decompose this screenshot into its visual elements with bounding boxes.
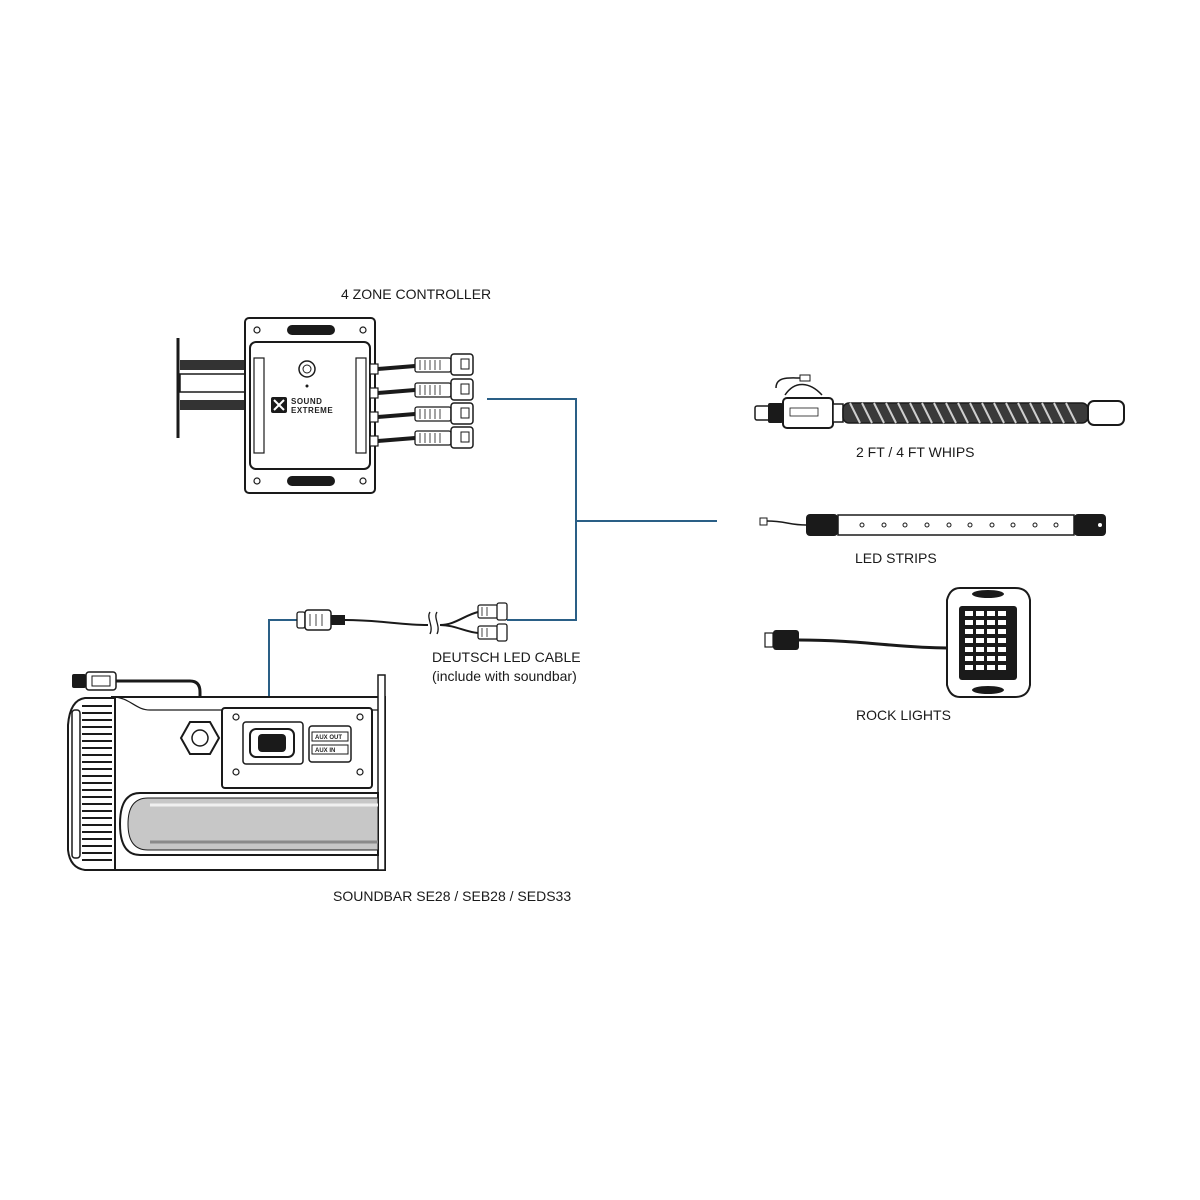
controller-output-cables	[369, 353, 474, 449]
zone-controller: SOUND EXTREME	[176, 317, 474, 494]
led-strip	[759, 514, 1106, 536]
deutsch-cable	[296, 602, 508, 642]
cable-label-line1: DEUTSCH LED CABLE	[432, 649, 581, 665]
cable-label-line2: (include with soundbar)	[432, 668, 577, 684]
cable-link-line	[507, 521, 577, 621]
connector-lines	[268, 398, 717, 722]
rock-light	[764, 587, 1031, 698]
brand-line2: EXTREME	[291, 406, 333, 415]
brand-line1: SOUND	[291, 397, 322, 406]
soundbar-label: SOUNDBAR SE28 / SEB28 / SEDS33	[333, 888, 572, 904]
soundbar-link-line	[268, 619, 297, 722]
aux-in-label: AUX IN	[315, 748, 335, 754]
controller-link-line	[487, 398, 577, 521]
controller-label: 4 ZONE CONTROLLER	[341, 286, 492, 302]
whip-light	[754, 374, 1125, 429]
soundbar: AUX OUT AUX IN	[67, 671, 386, 871]
led-strips-label: LED STRIPS	[855, 550, 937, 566]
whips-label: 2 FT / 4 FT WHIPS	[856, 444, 975, 460]
aux-out-label: AUX OUT	[315, 735, 342, 741]
sound-extreme-logo: SOUND EXTREME	[271, 397, 333, 415]
rock-lights-label: ROCK LIGHTS	[856, 707, 951, 723]
